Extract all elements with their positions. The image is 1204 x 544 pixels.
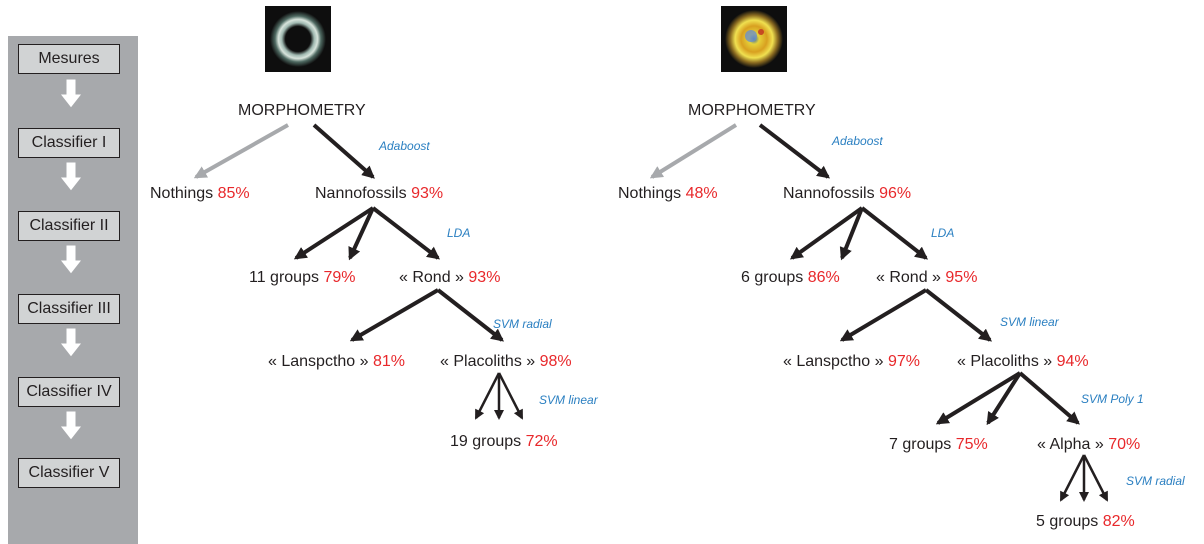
edge-left-nanno-rond: [371, 206, 441, 260]
right-root-label: MORPHOMETRY: [688, 102, 816, 119]
left-algo-svm-radial: SVM radial: [493, 317, 552, 331]
left-algo-lda: LDA: [447, 226, 471, 240]
specimen-image-left: [265, 6, 331, 72]
down-arrow-icon: [58, 244, 84, 275]
right-algo-svm-poly: SVM Poly 1: [1081, 392, 1144, 406]
right-node-groups-a: 6 groups 86%: [741, 269, 840, 286]
left-root-label: MORPHOMETRY: [238, 102, 366, 119]
edge-right-nanno-rond: [860, 206, 929, 260]
right-algo-svm-linear: SVM linear: [1000, 315, 1059, 329]
right-node-nothings: Nothings 48%: [618, 185, 718, 202]
right-node-groups-b: 7 groups 75%: [889, 436, 988, 453]
step-classifier-3: Classifier III: [18, 294, 120, 324]
right-algo-adaboost: Adaboost: [832, 134, 883, 148]
edge-right-nanno-groups: [789, 206, 864, 260]
left-node-groups-a: 11 groups 79%: [249, 269, 356, 286]
step-classifier-4: Classifier IV: [18, 377, 120, 407]
edge-right-nanno-groups-2: [839, 207, 864, 261]
right-node-rond: « Rond » 95%: [876, 269, 978, 286]
edge-right-alpha-g1: [1059, 454, 1086, 502]
edge-right-root-nannofossils: [758, 123, 831, 179]
edge-left-rond-lanspctho: [349, 288, 440, 342]
edge-right-root-nothings: [649, 123, 738, 179]
edge-left-placo-g1: [474, 372, 501, 420]
step-classifier-2: Classifier II: [18, 211, 120, 241]
down-arrow-icon: [58, 327, 84, 358]
specimen-image-right: [721, 6, 787, 72]
step-classifier-1: Classifier I: [18, 128, 120, 158]
edge-left-placo-g3: [497, 372, 524, 420]
left-node-lanspctho: « Lanspctho » 81%: [268, 353, 406, 370]
edge-right-rond-placoliths: [924, 288, 993, 342]
right-node-nannofossils: Nannofossils 96%: [783, 185, 912, 202]
step-mesures: Mesures: [18, 44, 120, 74]
edge-right-alpha-g3: [1082, 454, 1109, 502]
left-node-nothings: Nothings 85%: [150, 185, 250, 202]
right-node-placoliths: « Placoliths » 94%: [957, 353, 1089, 370]
left-node-nannofossils: Nannofossils 93%: [315, 185, 444, 202]
right-node-groups-c: 5 groups 82%: [1036, 513, 1135, 530]
right-algo-lda: LDA: [931, 226, 955, 240]
step-classifier-5: Classifier V: [18, 458, 120, 488]
right-node-alpha: « Alpha » 70%: [1037, 436, 1141, 453]
down-arrow-icon: [58, 78, 84, 109]
edge-left-nanno-groups-2: [348, 207, 375, 261]
left-node-groups-b: 19 groups 72%: [450, 433, 558, 450]
edge-left-root-nothings: [193, 123, 289, 179]
edge-right-rond-lanspctho: [839, 288, 928, 342]
edge-right-placo-groups-2: [986, 371, 1022, 426]
down-arrow-icon: [58, 410, 84, 441]
right-node-lanspctho: « Lanspctho » 97%: [783, 353, 921, 370]
edge-left-rond-placoliths: [436, 288, 505, 342]
edge-left-nanno-groups: [293, 206, 375, 260]
down-arrow-icon: [58, 161, 84, 192]
edge-right-placo-groups: [935, 371, 1022, 425]
edge-right-placo-alpha: [1018, 371, 1080, 425]
left-node-rond: « Rond » 93%: [399, 269, 501, 286]
left-node-placoliths: « Placoliths » 98%: [440, 353, 572, 370]
edge-left-root-nannofossils: [312, 123, 375, 179]
right-algo-svm-radial: SVM radial: [1126, 474, 1185, 488]
left-algo-svm-linear: SVM linear: [539, 393, 598, 407]
left-algo-adaboost: Adaboost: [379, 139, 430, 153]
stage-arrows: [58, 78, 84, 441]
